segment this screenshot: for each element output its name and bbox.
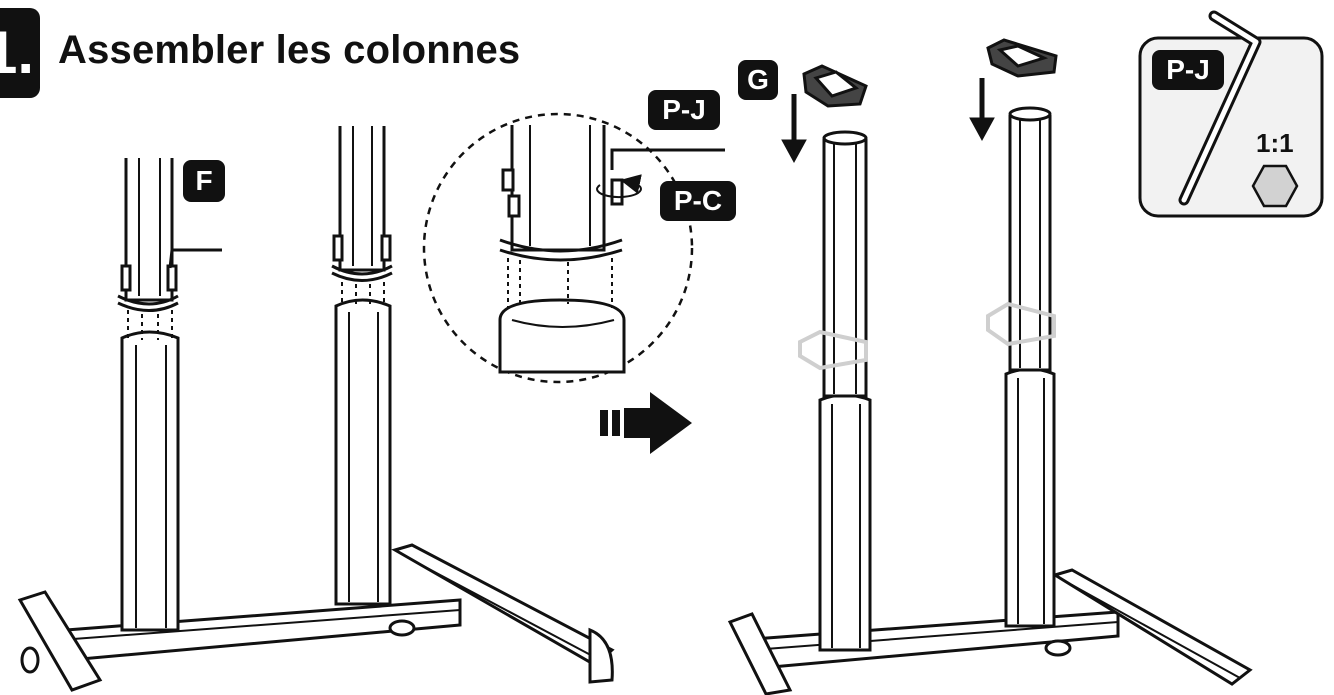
cap-right <box>986 38 1058 78</box>
base-frame-right <box>727 568 1253 695</box>
clamp-ghost <box>986 301 1056 347</box>
column-outer-left-2 <box>334 298 392 606</box>
base-frame-left <box>17 543 615 692</box>
label-screw-pc: P-C <box>660 181 736 221</box>
page-title: Assembler les colonnes <box>58 28 521 72</box>
scale-ratio: 1:1 <box>1256 128 1294 158</box>
detail-circle <box>422 112 725 384</box>
column-outer-left-1 <box>120 330 180 632</box>
clamp-ghost <box>798 329 868 371</box>
step-number: 1. <box>0 8 40 98</box>
arrow-down-icon <box>781 78 995 164</box>
column-inner-left-2 <box>331 126 393 306</box>
cap-left <box>802 64 868 108</box>
label-cap-g: G <box>738 60 778 100</box>
tool-box <box>1138 10 1324 218</box>
label-column-f: F <box>183 160 225 202</box>
arrow-right-icon <box>600 392 692 454</box>
label-wrench-pj: P-J <box>648 90 720 130</box>
column-assembled-right-2 <box>986 106 1056 628</box>
column-assembled-right-1 <box>798 130 872 652</box>
hexagon-icon <box>1251 164 1299 208</box>
column-inner-left-1 <box>117 158 222 340</box>
rotation-icon <box>596 174 643 198</box>
label-toolbox-pj: P-J <box>1152 50 1224 90</box>
